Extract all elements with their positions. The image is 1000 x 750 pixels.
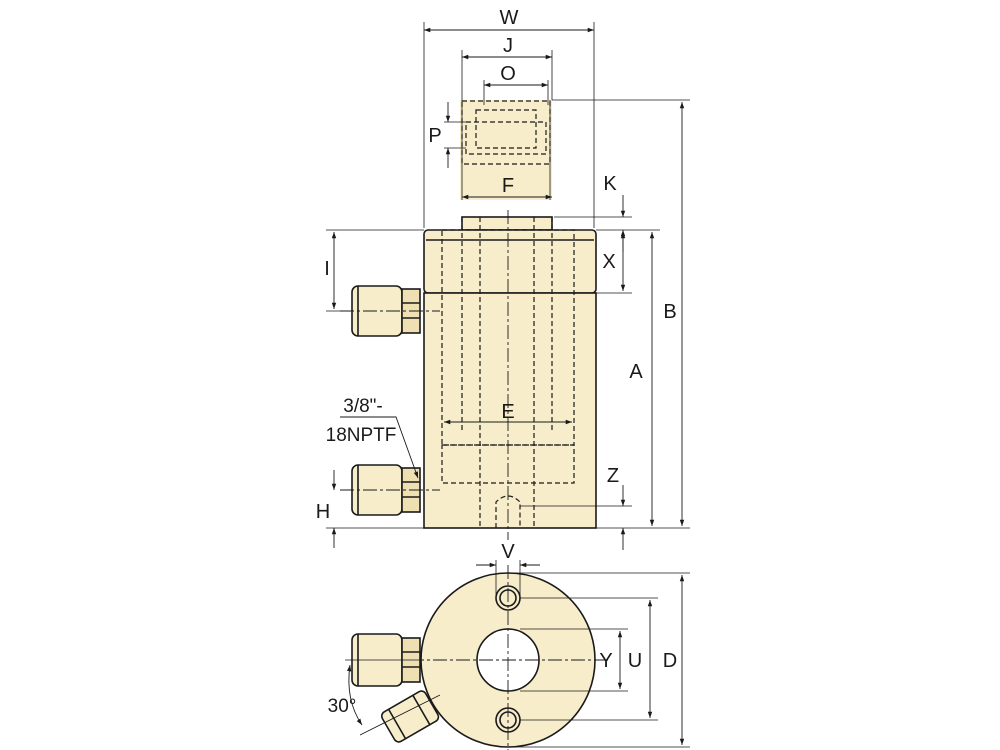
cylinder-body	[423, 292, 597, 529]
plunger-top-inner	[475, 109, 537, 149]
dim-label-j: J	[503, 35, 513, 57]
plunger-stub	[461, 216, 553, 231]
dim-label-x: X	[602, 251, 615, 273]
plunger-top-shaded	[460, 100, 552, 200]
plunger-top-outline	[461, 100, 551, 165]
port-thread-label-line1: 3/8"-	[343, 396, 382, 417]
dim-label-a: A	[629, 361, 643, 383]
angled-coupler	[380, 690, 440, 743]
dim-label-y: Y	[599, 650, 612, 672]
upper-coupler	[340, 285, 440, 337]
dim-label-b: B	[663, 301, 676, 323]
dim-label-d: D	[663, 650, 677, 672]
dim-label-z: Z	[607, 465, 619, 487]
dim-label-v: V	[501, 541, 515, 563]
dim-label-w: W	[500, 7, 519, 29]
dim-label-k: K	[603, 173, 617, 195]
dim-label-e: E	[501, 401, 514, 423]
dim-label-h: H	[316, 501, 330, 523]
plunger-top-saddle	[465, 121, 547, 155]
dim-label-i: I	[324, 258, 330, 280]
dim-label-u: U	[628, 650, 642, 672]
bottom-mount-hole	[495, 495, 521, 528]
plunger-top-detail	[460, 100, 552, 200]
dim-label-p: P	[428, 125, 441, 147]
lower-coupler	[340, 464, 440, 516]
cylinder-side-view	[423, 210, 597, 540]
cylinder-bottom-view	[410, 565, 610, 750]
angle-arc	[346, 664, 363, 726]
angle-label: 30°	[328, 696, 357, 717]
port-thread-label-line2: 18NPTF	[326, 425, 397, 446]
dim-label-o: O	[500, 63, 516, 85]
dim-label-f: F	[502, 175, 514, 197]
